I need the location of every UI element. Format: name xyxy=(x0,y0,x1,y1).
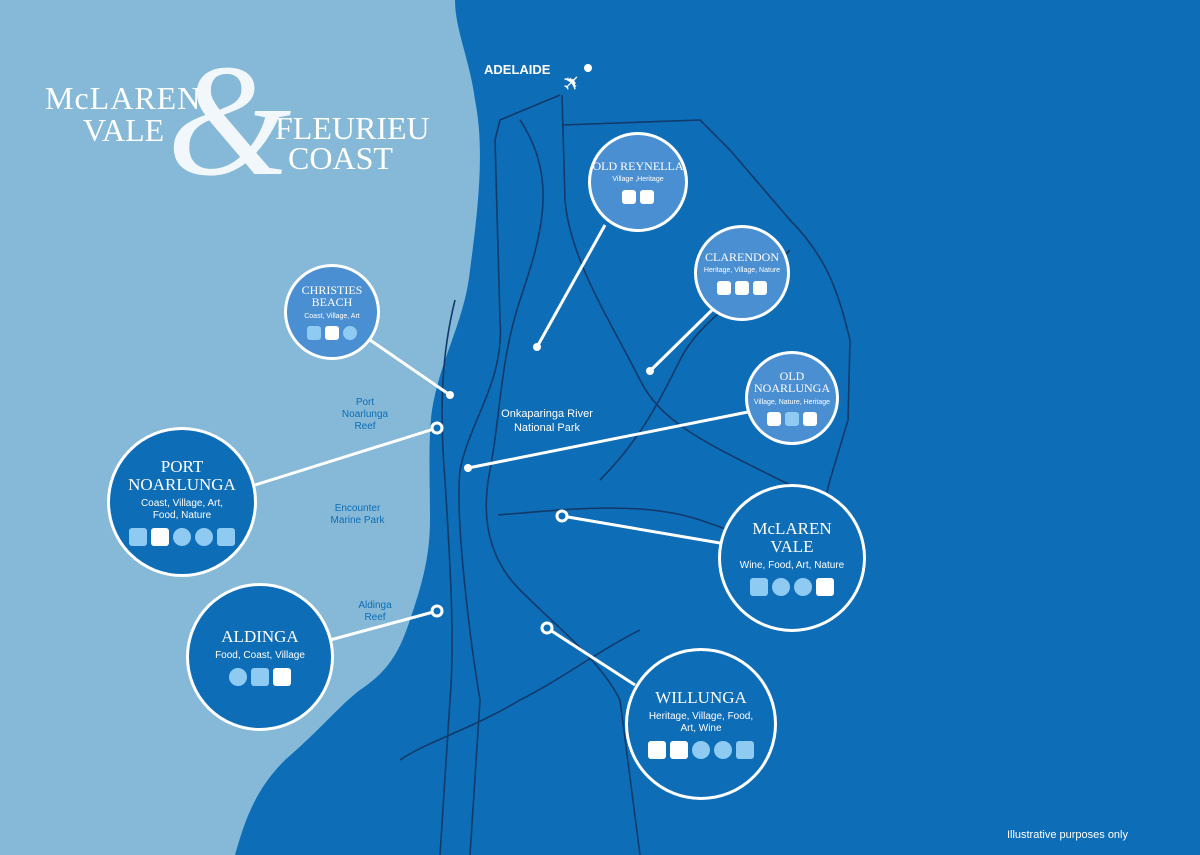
nature-icon xyxy=(217,527,235,546)
town-name: CHRISTIES BEACH xyxy=(301,282,363,310)
art-icon xyxy=(714,740,732,759)
town-old-noarlunga[interactable]: OLD NOARLUNGA Village, Nature, Heritage xyxy=(745,351,839,445)
connector-lines xyxy=(254,224,749,687)
village-icon xyxy=(622,190,636,205)
town-categories: Heritage, Village, Food, Art, Wine xyxy=(648,710,754,735)
town-name: OLD REYNELLA xyxy=(592,158,684,173)
town-name: PORT NOARLUNGA xyxy=(128,457,236,494)
town-name: CLARENDON xyxy=(705,249,779,264)
town-name: OLD NOARLUNGA xyxy=(754,368,830,396)
city-label-adelaide: ADELAIDE xyxy=(484,62,551,77)
town-name: ALDINGA xyxy=(221,627,299,647)
logo-text: VALE xyxy=(83,112,165,148)
logo-text: COAST xyxy=(288,140,393,176)
town-categories: Coast, Village, Art, Food, Nature xyxy=(140,497,224,522)
town-mclaren-vale[interactable]: McLAREN VALE Wine, Food, Art, Nature xyxy=(718,484,866,632)
roads xyxy=(399,94,851,855)
village-icon xyxy=(273,667,291,686)
location-dots xyxy=(446,64,654,472)
logo-text: McLAREN xyxy=(45,80,202,116)
town-aldinga[interactable]: ALDINGA Food, Coast, Village xyxy=(186,583,334,731)
town-categories: Village, Nature, Heritage xyxy=(753,398,831,406)
logo-text: FLEURIEU xyxy=(275,110,430,146)
nature-icon xyxy=(816,577,834,596)
village-icon xyxy=(151,527,169,546)
town-old-reynella[interactable]: OLD REYNELLA Village ,Heritage xyxy=(588,132,688,232)
town-name: WILLUNGA xyxy=(655,688,747,708)
wine-icon xyxy=(736,740,754,759)
village-icon xyxy=(767,412,781,427)
food-icon xyxy=(229,667,247,686)
label-onkaparinga-park: Onkaparinga River National Park xyxy=(501,408,593,434)
village-icon xyxy=(735,281,749,296)
art-icon xyxy=(794,577,812,596)
logo: McLAREN VALE & FLEURIEU COAST xyxy=(45,40,430,200)
village-icon xyxy=(325,326,339,341)
town-categories: Wine, Food, Art, Nature xyxy=(739,560,845,572)
village-icon xyxy=(670,740,688,759)
coast-icon xyxy=(129,527,147,546)
food-icon xyxy=(195,527,213,546)
town-categories: Coast, Village, Art xyxy=(304,312,360,320)
nature-icon xyxy=(785,412,799,427)
town-categories: Food, Coast, Village xyxy=(215,650,305,662)
town-willunga[interactable]: WILLUNGA Heritage, Village, Food, Art, W… xyxy=(625,648,777,800)
town-categories: Heritage, Village, Nature xyxy=(703,267,781,275)
nature-icon xyxy=(753,281,767,296)
town-christies-beach[interactable]: CHRISTIES BEACH Coast, Village, Art xyxy=(284,264,380,360)
label-aldinga-reef: Aldinga Reef xyxy=(358,600,392,623)
heritage-icon xyxy=(640,190,654,205)
label-port-noarlunga-reef: Port Noarlunga Reef xyxy=(341,397,389,432)
food-icon xyxy=(692,740,710,759)
wine-icon xyxy=(750,577,768,596)
footnote: Illustrative purposes only xyxy=(1006,829,1128,841)
land-mass xyxy=(235,0,1200,855)
heritage-icon xyxy=(648,740,666,759)
art-icon xyxy=(173,527,191,546)
town-port-noarlunga[interactable]: PORT NOARLUNGA Coast, Village, Art, Food… xyxy=(107,427,257,577)
heritage-icon xyxy=(803,412,817,427)
food-icon xyxy=(772,577,790,596)
logo-ampersand: & xyxy=(167,31,292,209)
label-encounter-marine-park: Encounter Marine Park xyxy=(330,503,385,526)
coast-icon xyxy=(307,326,321,341)
location-rings xyxy=(430,421,569,635)
art-icon xyxy=(343,326,357,341)
town-clarendon[interactable]: CLARENDON Heritage, Village, Nature xyxy=(694,225,790,321)
heritage-icon xyxy=(717,281,731,296)
coast-icon xyxy=(251,667,269,686)
town-name: McLAREN VALE xyxy=(752,519,832,557)
town-categories: Village ,Heritage xyxy=(612,176,664,184)
